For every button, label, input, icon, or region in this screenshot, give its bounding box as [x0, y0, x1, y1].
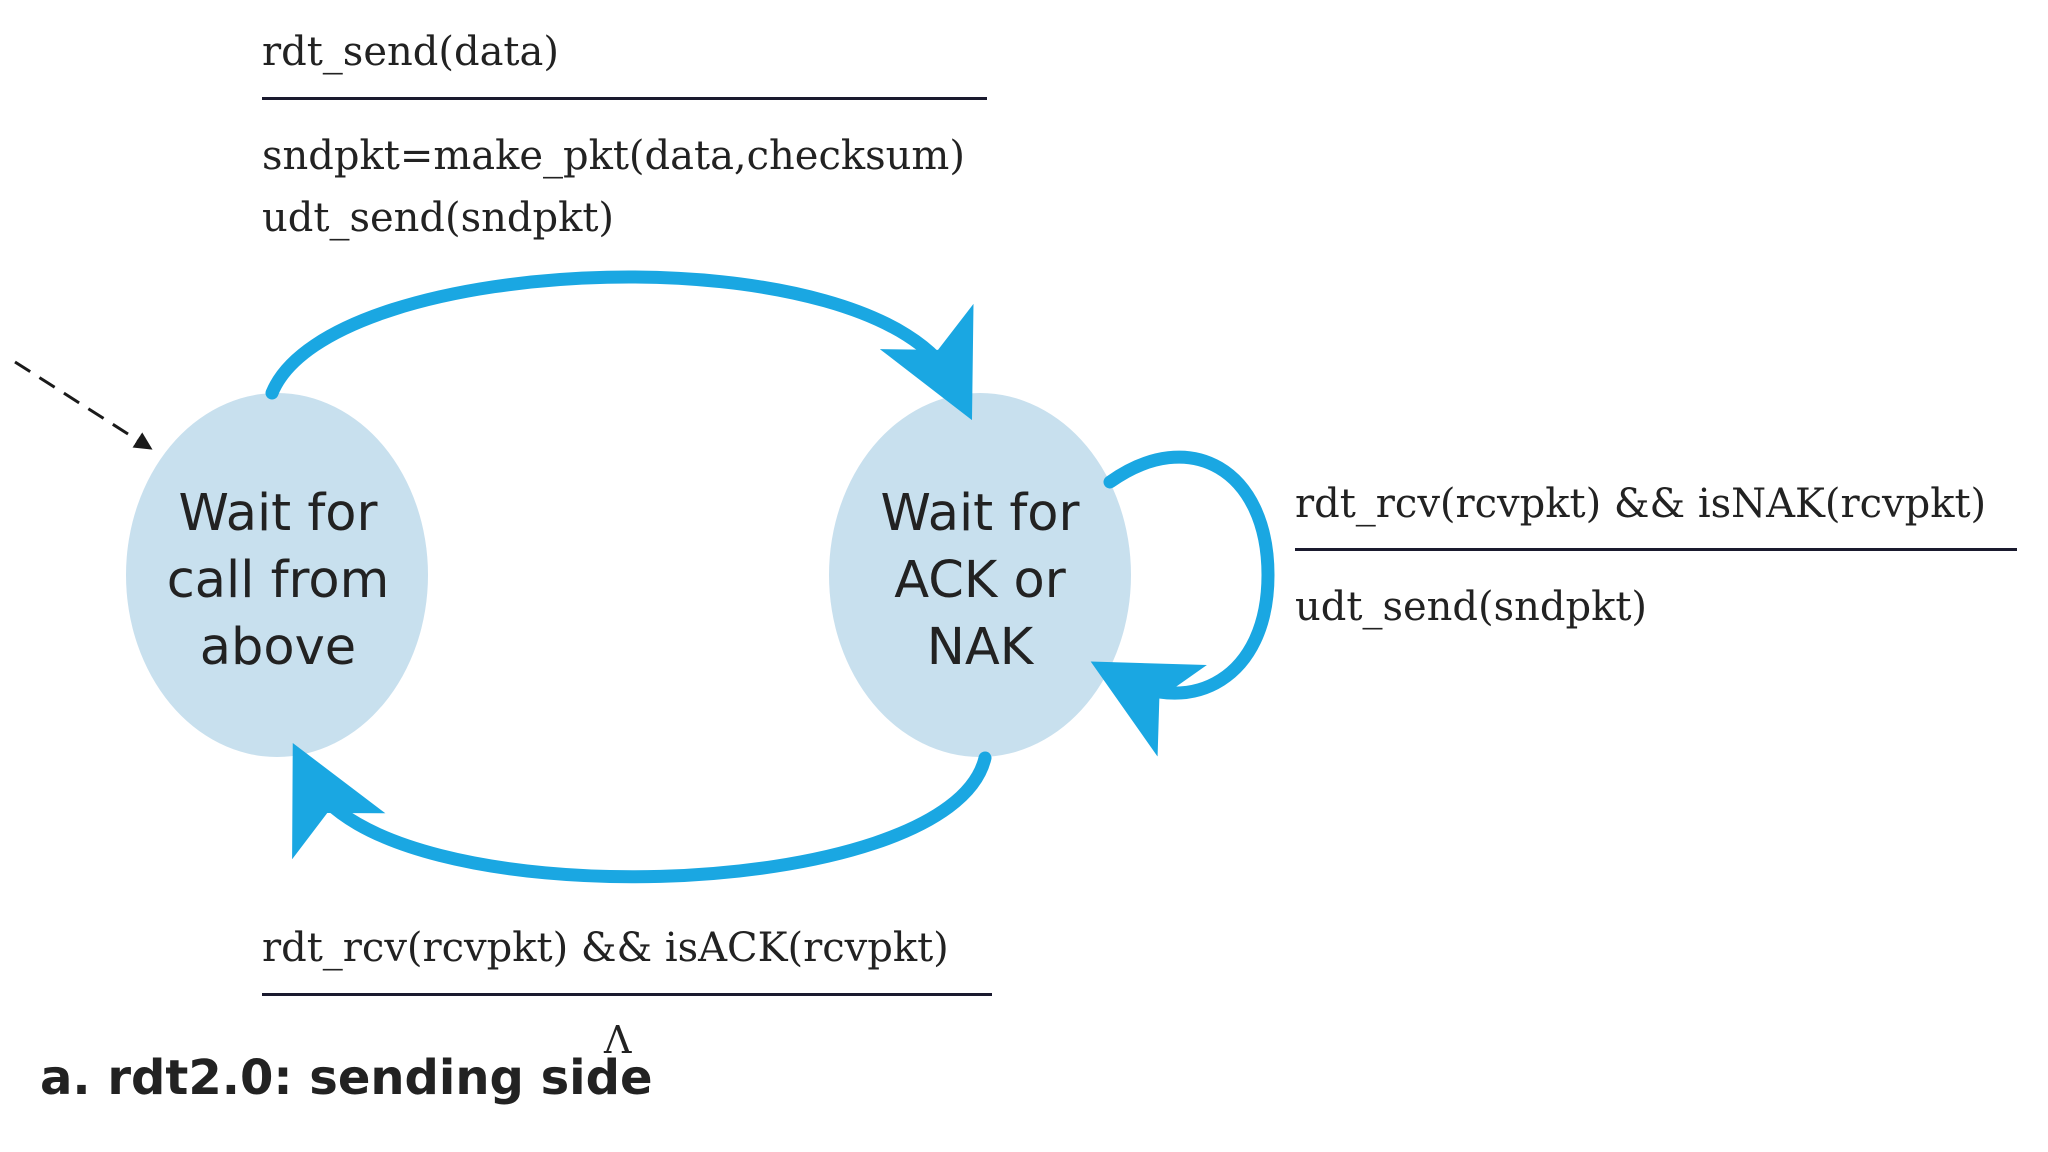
- state-wait-ack-label: Wait for ACK or NAK: [830, 480, 1130, 681]
- state-wait-ack-line: Wait for: [880, 484, 1080, 543]
- initial-state-arrow: [14, 360, 153, 450]
- send-action-line: udt_send(sndpkt): [262, 195, 615, 241]
- nak-event-label: rdt_rcv(rcvpkt) && isNAK(rcvpkt): [1295, 481, 1987, 527]
- ack-event-label: rdt_rcv(rcvpkt) && isACK(rcvpkt): [262, 925, 949, 971]
- send-transition-rule: [262, 97, 987, 100]
- transition-ack-arrow: [292, 743, 992, 884]
- state-wait-call-circle: [126, 393, 428, 757]
- diagram-caption: a. rdt2.0: sending side: [40, 1050, 653, 1106]
- state-wait-ack-line: ACK or: [894, 551, 1066, 610]
- transition-send-arrow: [265, 270, 974, 421]
- state-wait-call-label: Wait for call from above: [128, 480, 428, 681]
- ack-action-lambda: Λ: [604, 1018, 632, 1062]
- state-wait-ack-line: NAK: [926, 618, 1034, 677]
- nak-transition-rule: [1295, 548, 2017, 551]
- ack-transition-rule: [262, 993, 992, 996]
- transition-nak-self-loop: [1090, 450, 1275, 757]
- send-event-label: rdt_send(data): [262, 29, 559, 75]
- state-wait-call-line: Wait for: [178, 484, 378, 543]
- state-wait-ack-circle: [829, 393, 1131, 757]
- state-wait-call-line: call from: [166, 551, 390, 610]
- send-action-line: sndpkt=make_pkt(data,checksum): [262, 133, 965, 179]
- state-wait-call-line: above: [199, 618, 357, 677]
- nak-action-line: udt_send(sndpkt): [1295, 584, 1648, 630]
